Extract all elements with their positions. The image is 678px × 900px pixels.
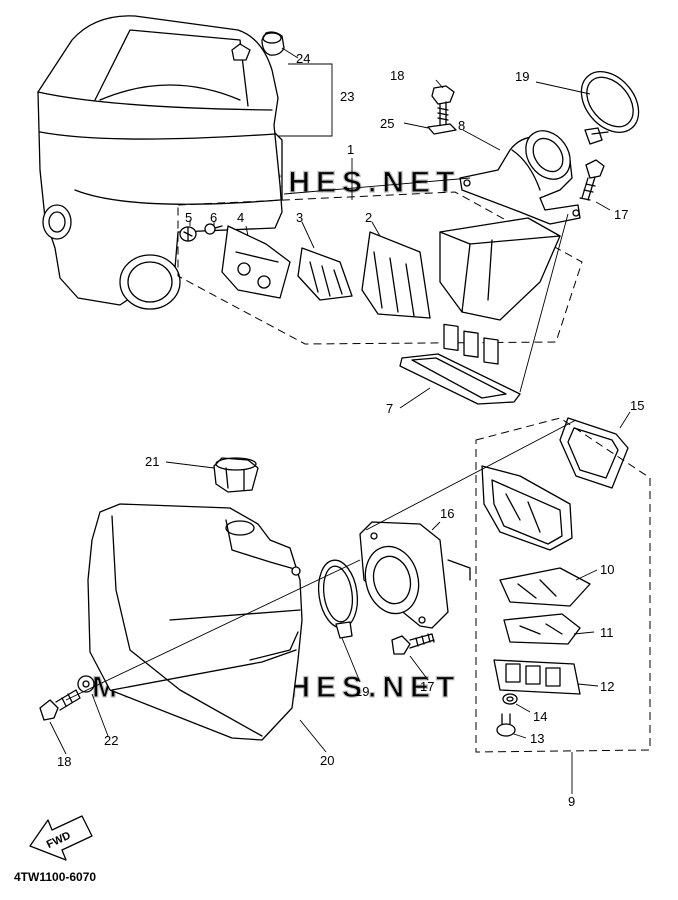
callout-7: 7 xyxy=(386,401,393,416)
callout-12: 12 xyxy=(600,679,614,694)
callout-numbers: 24 23 18 19 25 8 1 17 5 6 4 3 2 7 15 21 … xyxy=(57,51,644,809)
callout-11: 11 xyxy=(600,625,614,640)
callout-4: 4 xyxy=(237,210,244,225)
callout-16: 16 xyxy=(440,506,454,521)
part-10-reed[interactable] xyxy=(499,567,591,607)
part-18-bolt-lower[interactable] xyxy=(39,689,81,721)
part-19-clamp-upper[interactable] xyxy=(570,61,650,145)
part-22-washer[interactable] xyxy=(77,675,95,693)
assembly-9-outline xyxy=(475,417,651,753)
part-17-bolt-lower[interactable] xyxy=(391,633,435,655)
part-8-intake-joint[interactable] xyxy=(459,122,581,225)
part-16-intake-manifold[interactable] xyxy=(358,521,471,629)
part-18-bolt-upper[interactable] xyxy=(431,85,455,127)
part-5-screw[interactable] xyxy=(179,226,197,242)
callout-23: 23 xyxy=(340,89,354,104)
callout-6: 6 xyxy=(210,210,217,225)
callout-18-lower: 18 xyxy=(57,754,71,769)
callout-2: 2 xyxy=(365,210,372,225)
part-13-screw[interactable] xyxy=(496,713,516,737)
part-14-washer[interactable] xyxy=(502,693,518,705)
forward-arrow-icon: FWD xyxy=(29,815,93,861)
callout-9: 9 xyxy=(568,794,575,809)
part-23-upper-air-box[interactable] xyxy=(37,15,283,310)
callout-17-lower: 17 xyxy=(420,679,434,694)
part-1-reed-valve-body[interactable] xyxy=(439,217,561,365)
callout-22: 22 xyxy=(104,733,118,748)
callout-10: 10 xyxy=(600,562,614,577)
callout-20: 20 xyxy=(320,753,334,768)
callout-1: 1 xyxy=(347,142,354,157)
part-7-gasket[interactable] xyxy=(399,353,521,405)
callout-15: 15 xyxy=(630,398,644,413)
callout-17-upper: 17 xyxy=(614,207,628,222)
part-17-bolt-upper[interactable] xyxy=(579,159,605,201)
assembly-1-outline xyxy=(177,191,583,345)
part-15-gasket[interactable] xyxy=(559,417,629,489)
part-20-lower-case[interactable] xyxy=(87,503,303,741)
part-3-reed-petal[interactable] xyxy=(297,247,353,301)
leader-lines xyxy=(49,47,631,794)
reed-valve-body-lower[interactable] xyxy=(481,465,573,551)
callout-19-lower: 19 xyxy=(355,684,369,699)
part-25-washer[interactable] xyxy=(427,123,457,135)
callout-3: 3 xyxy=(296,210,303,225)
callout-14: 14 xyxy=(533,709,547,724)
callout-25: 25 xyxy=(380,116,394,131)
part-19-clamp-lower[interactable] xyxy=(314,558,361,639)
callout-13: 13 xyxy=(530,731,544,746)
part-2-reed-petal[interactable] xyxy=(361,231,431,319)
part-11-reed-stopper[interactable] xyxy=(503,613,581,645)
part-21-collar[interactable] xyxy=(213,457,259,493)
part-24-grommet[interactable] xyxy=(261,31,285,56)
callout-18-upper: 18 xyxy=(390,68,404,83)
callout-19-upper: 19 xyxy=(515,69,529,84)
callout-5: 5 xyxy=(185,210,192,225)
part-12-reed-plate[interactable] xyxy=(493,659,581,695)
callout-24: 24 xyxy=(296,51,310,66)
part-6-washer[interactable] xyxy=(204,223,223,235)
part-4-stopper-plate[interactable] xyxy=(221,225,291,299)
reference-code: 4TW1100-6070 xyxy=(14,870,97,884)
callout-21: 21 xyxy=(145,454,159,469)
callout-8: 8 xyxy=(458,118,465,133)
